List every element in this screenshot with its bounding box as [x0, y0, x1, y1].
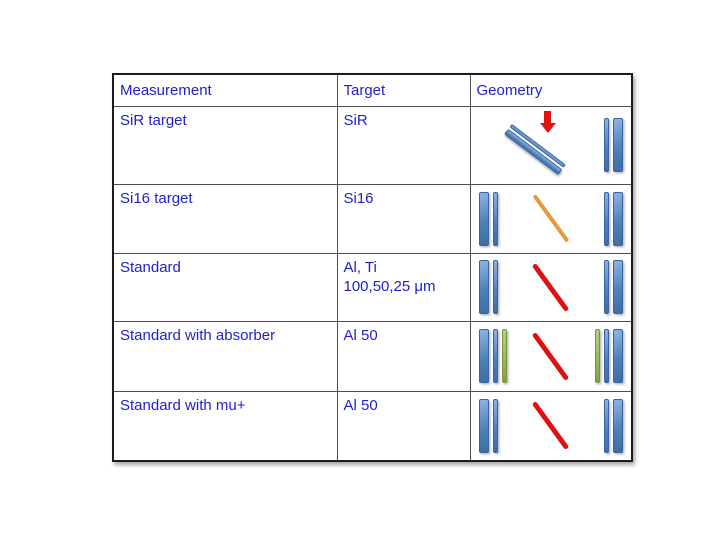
geometry-diagram — [472, 108, 631, 183]
detector-bar-blue-thin — [604, 260, 609, 314]
table-header-row: Measurement Target Geometry — [112, 73, 633, 107]
measurement-cell: Si16 target — [112, 183, 338, 254]
detector-bar-blue-thin — [492, 398, 498, 453]
detector-bar-green-thin — [501, 329, 507, 383]
beam-target-zone — [498, 259, 605, 316]
right-detector-group — [604, 260, 623, 314]
beam-arrow-icon — [539, 111, 556, 133]
diagonal-line-red — [531, 262, 570, 312]
detector-bar-blue-thin — [604, 191, 609, 246]
geometry-cell — [469, 320, 633, 392]
geometry-cell — [469, 183, 633, 254]
detector-bar-blue-thin — [492, 260, 498, 314]
target-cell: SiR — [336, 105, 471, 185]
target-cell: Al 50 — [336, 320, 471, 392]
diagonal-line-orange — [532, 194, 569, 243]
detector-bar-blue-thick — [613, 118, 623, 172]
measurement-cell: Standard with absorber — [112, 320, 338, 392]
header-target: Target — [336, 73, 471, 107]
table-row: Standard Al, Ti 100,50,25 μm — [112, 252, 633, 322]
tilted-bar-thick — [504, 128, 563, 176]
target-cell: Si16 — [336, 183, 471, 254]
detector-bar-blue-thick — [478, 329, 489, 383]
header-measurement: Measurement — [112, 73, 338, 107]
left-detector-group — [478, 191, 498, 246]
beam-target-zone — [507, 328, 596, 385]
diagonal-line-red — [531, 401, 570, 451]
tilted-target-assembly — [499, 109, 583, 181]
geometry-diagram — [472, 186, 631, 252]
right-detector-group — [604, 118, 623, 172]
detector-bar-blue-thick — [478, 191, 489, 246]
table-row: Standard with absorber Al 50 — [112, 320, 633, 392]
detector-bar-blue-thick — [613, 260, 623, 314]
measurement-cell: SiR target — [112, 105, 338, 185]
beam-target-zone — [498, 190, 605, 247]
header-geometry: Geometry — [469, 73, 633, 107]
table-row: Si16 target Si16 — [112, 183, 633, 254]
geometry-diagram — [472, 255, 631, 320]
measurement-cell: Standard with mu+ — [112, 390, 338, 462]
diagonal-line-red — [531, 331, 570, 381]
right-detector-group — [604, 191, 623, 246]
target-cell: Al, Ti 100,50,25 μm — [336, 252, 471, 322]
detector-bar-green-thin — [595, 329, 600, 383]
tilted-target-bars — [504, 123, 567, 176]
table-row: SiR target SiR — [112, 105, 633, 185]
right-detector-group — [604, 398, 623, 453]
arrow-shaft — [544, 111, 552, 123]
detector-bar-blue-thick — [613, 191, 623, 246]
left-detector-group — [478, 260, 498, 314]
target-cell: Al 50 — [336, 390, 471, 462]
detector-bar-blue-thick — [478, 260, 489, 314]
detector-bar-blue-thick — [478, 398, 489, 453]
geometry-diagram — [472, 323, 631, 390]
left-detector-group — [478, 398, 498, 453]
geometry-cell — [469, 390, 633, 462]
measurement-table: Measurement Target Geometry SiR target S… — [112, 73, 633, 462]
detector-bar-blue-thin — [604, 329, 609, 383]
left-detector-group — [478, 329, 507, 383]
tilted-bar-thin — [509, 123, 567, 168]
geometry-cell — [469, 105, 633, 185]
geometry-cell — [469, 252, 633, 322]
beam-target-zone — [498, 397, 605, 454]
detector-bar-blue-thin — [604, 118, 609, 172]
beam-target-zone — [479, 109, 605, 181]
right-detector-group — [595, 329, 623, 383]
detector-bar-blue-thick — [613, 329, 623, 383]
detector-bar-blue-thin — [604, 398, 609, 453]
geometry-diagram — [472, 393, 631, 460]
table-row: Standard with mu+ Al 50 — [112, 390, 633, 462]
detector-bar-blue-thin — [492, 329, 498, 383]
detector-bar-blue-thin — [492, 191, 498, 246]
arrow-head — [539, 123, 556, 133]
detector-bar-blue-thick — [613, 398, 623, 453]
measurement-cell: Standard — [112, 252, 338, 322]
